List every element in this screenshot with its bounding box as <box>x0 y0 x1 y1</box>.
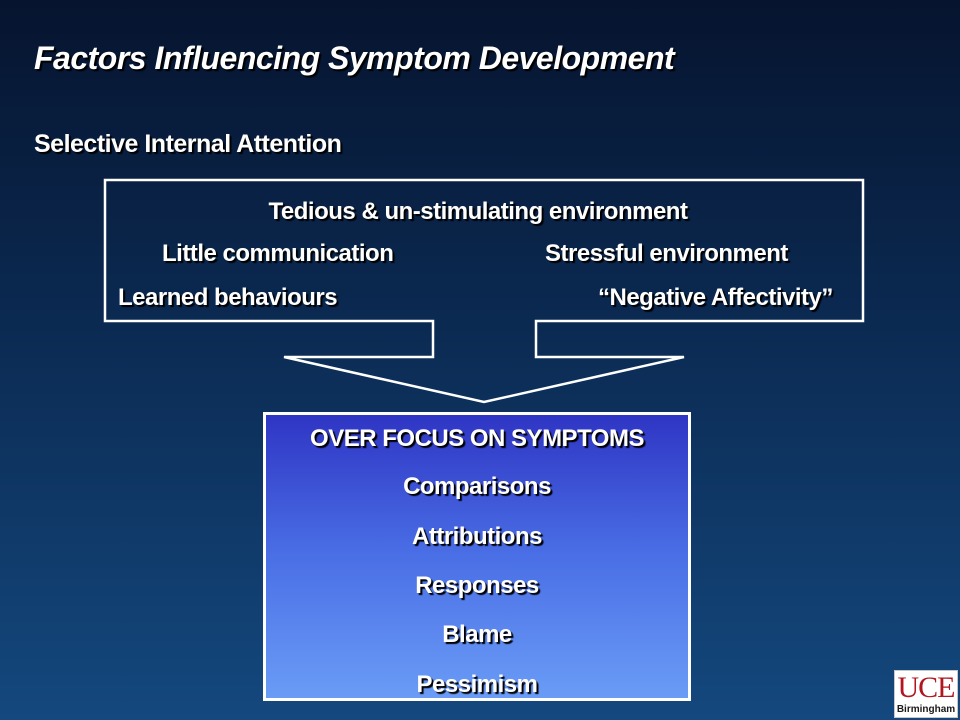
factor-tedious-environment: Tedious & un-stimulating environment <box>268 198 688 225</box>
uce-birmingham-logo: UCE Birmingham <box>894 670 958 718</box>
focus-item-comparisons: Comparisons <box>403 473 551 500</box>
focus-item-pessimism: Pessimism <box>416 671 538 698</box>
focus-item-blame: Blame <box>442 621 512 648</box>
factors-arrow-outline <box>103 178 865 404</box>
over-focus-heading: OVER FOCUS ON SYMPTOMS <box>310 425 644 452</box>
over-focus-box: OVER FOCUS ON SYMPTOMS Comparisons Attri… <box>263 412 691 701</box>
factor-negative-affectivity: “Negative Affectivity” <box>598 284 833 311</box>
logo-text-birmingham: Birmingham <box>896 704 956 715</box>
focus-item-attributions: Attributions <box>412 523 542 550</box>
slide-title: Factors Influencing Symptom Development <box>34 40 675 76</box>
logo-text-uce: UCE <box>897 671 956 704</box>
factor-stressful-environment: Stressful environment <box>545 240 788 267</box>
factor-learned-behaviours: Learned behaviours <box>118 284 338 311</box>
factor-little-communication: Little communication <box>162 240 394 267</box>
slide-subtitle: Selective Internal Attention <box>34 130 342 158</box>
focus-item-responses: Responses <box>415 572 539 599</box>
